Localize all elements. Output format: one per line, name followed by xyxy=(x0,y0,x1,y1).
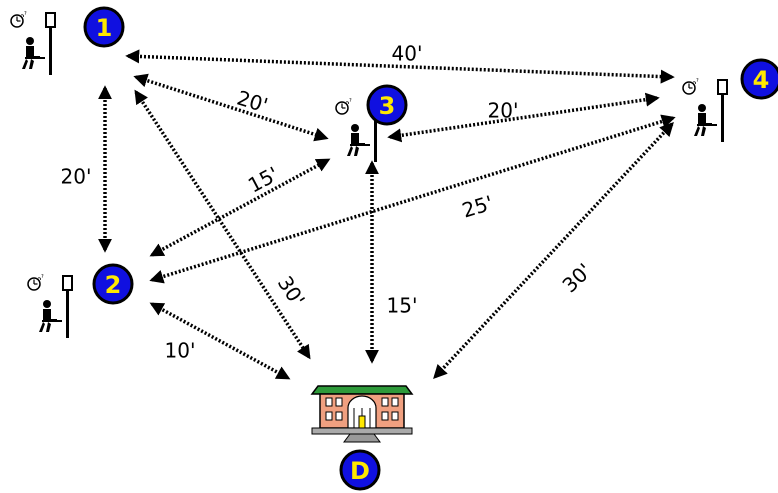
distance-label-1-d: 30' xyxy=(273,272,310,311)
stop-4-icon xyxy=(681,76,729,144)
edge-2-d xyxy=(149,302,291,380)
node-3-badge: 3 xyxy=(366,84,408,126)
distance-label-4-d: 30' xyxy=(557,259,596,298)
edge-4-d xyxy=(433,121,674,380)
node-2-label: 2 xyxy=(105,271,122,299)
edge-2-4 xyxy=(149,114,676,284)
node-3-label: 3 xyxy=(379,92,396,120)
node-d-badge: D xyxy=(339,449,381,491)
edge-1-4 xyxy=(125,49,675,84)
edge-2-3 xyxy=(149,158,331,257)
edge-1-3 xyxy=(133,73,329,142)
distance-label-2-3: 15' xyxy=(244,162,283,198)
distance-label-1-3: 20' xyxy=(234,86,271,118)
node-4-label: 4 xyxy=(753,66,770,94)
stop-1-icon xyxy=(9,9,57,77)
edges: 40' 20' 20' 30' 20' 15' 25' 15' 10' 30' xyxy=(61,42,676,380)
stop-2-icon xyxy=(26,272,74,340)
node-1-badge: 1 xyxy=(83,6,125,48)
edge-3-4 xyxy=(387,92,660,143)
depot-building-icon xyxy=(310,385,414,443)
distance-label-2-4: 25' xyxy=(459,191,496,223)
node-1-label: 1 xyxy=(96,14,113,42)
distance-label-3-4: 20' xyxy=(488,99,519,123)
distance-label-1-4: 40' xyxy=(392,42,423,66)
node-2-badge: 2 xyxy=(92,263,134,305)
distance-label-1-2: 20' xyxy=(61,165,92,189)
edge-1-d xyxy=(134,89,311,360)
node-4-badge: 4 xyxy=(740,58,778,100)
node-d-label: D xyxy=(350,457,370,485)
distance-label-3-d: 15' xyxy=(387,294,418,318)
distance-label-2-d: 10' xyxy=(165,339,196,363)
